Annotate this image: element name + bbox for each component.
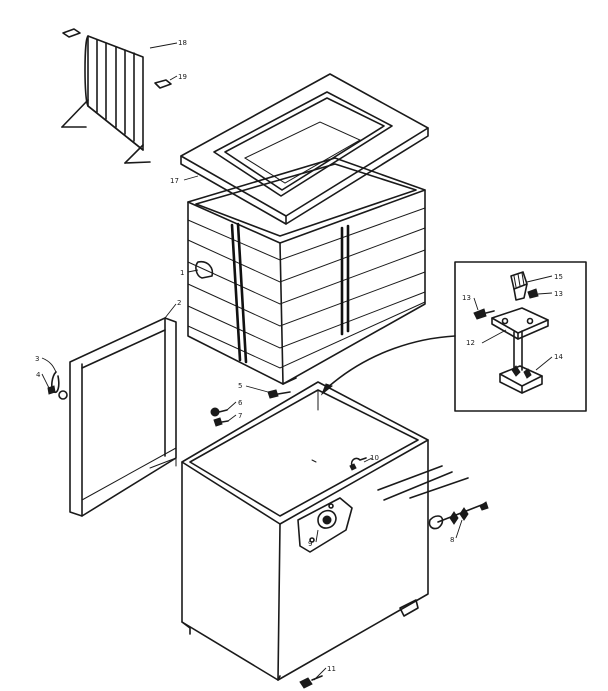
inset-screw-right xyxy=(527,288,539,299)
callout-4: 4 xyxy=(36,371,41,379)
hinge-pin xyxy=(47,371,68,400)
callout-3: 3 xyxy=(35,355,39,363)
thermostat-bracket xyxy=(491,307,549,373)
side-panel xyxy=(69,317,177,517)
callout-5: 5 xyxy=(238,382,242,390)
callout-19: 19 xyxy=(178,73,187,81)
inset-screw-left xyxy=(473,308,495,320)
callout-7: 7 xyxy=(238,412,242,420)
callout-1: 1 xyxy=(180,269,184,277)
leveling-foot xyxy=(299,675,323,689)
callout-labels: 1 2 3 4 5 6 7 8 9 10 11 12 13 13 14 15 1… xyxy=(35,39,563,673)
callout-13-right: 13 xyxy=(554,290,563,298)
callout-6: 6 xyxy=(238,399,243,407)
callout-14: 14 xyxy=(554,353,563,361)
small-hardware xyxy=(210,389,291,427)
basket-clip-right xyxy=(154,79,172,89)
callout-12: 12 xyxy=(466,339,475,347)
thermostat-knob xyxy=(510,271,528,301)
cabinet-clip xyxy=(349,457,367,471)
drain-assembly xyxy=(377,465,489,530)
thermostat-mount-plate xyxy=(297,497,353,553)
callout-8: 8 xyxy=(450,536,454,544)
basket-rack xyxy=(61,35,151,164)
main-cabinet xyxy=(181,381,429,681)
top-frame xyxy=(180,73,429,225)
callout-11: 11 xyxy=(327,665,336,673)
callout-16: 18 xyxy=(178,39,187,47)
leader-lines xyxy=(41,42,553,681)
liner-assembly xyxy=(187,157,426,385)
callout-15: 15 xyxy=(554,273,563,281)
callout-9: 9 xyxy=(308,540,312,548)
callout-17: 17 xyxy=(170,177,179,185)
detail-inset xyxy=(320,261,587,412)
basket-clip-left xyxy=(62,28,81,38)
thermostat-control xyxy=(499,365,543,394)
callout-13-left: 13 xyxy=(462,294,471,302)
callout-2: 2 xyxy=(177,299,181,307)
callout-10: 10 xyxy=(370,454,379,462)
